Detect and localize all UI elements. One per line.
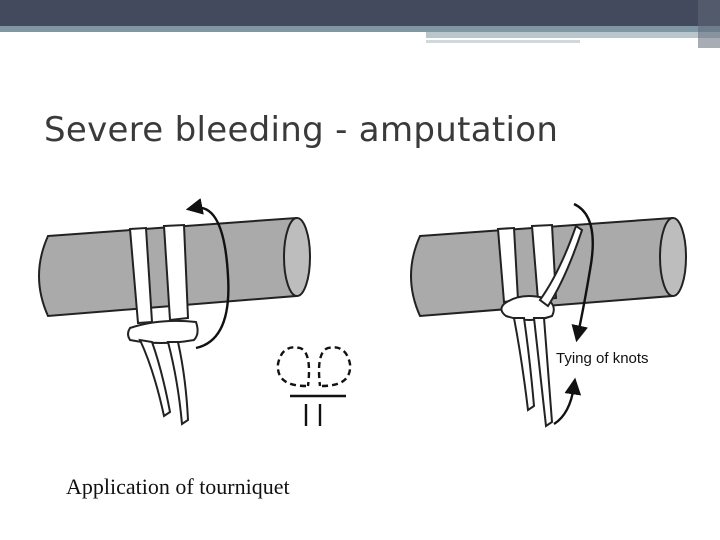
- knot-loop-left: [276, 346, 311, 388]
- slide-title: Severe bleeding - amputation: [44, 110, 559, 150]
- left-wrap-arrow: [185, 198, 230, 350]
- left-bandage-tail-2: [166, 341, 190, 426]
- left-limb-end: [283, 217, 311, 297]
- left-bandage-strap-2: [162, 223, 190, 322]
- left-limb-figure: [38, 198, 311, 426]
- header-bar: [0, 0, 720, 26]
- right-bandage-tail-2: [532, 317, 554, 428]
- left-bandage-loop: [127, 319, 199, 344]
- right-limb-end: [659, 217, 687, 297]
- right-pull-arrow-top: [571, 202, 594, 343]
- knot-schematic: [276, 346, 352, 426]
- knots-label: Tying of knots: [556, 350, 649, 367]
- left-bandage-tail-1: [138, 338, 172, 418]
- header-accent-stripe: [0, 26, 720, 32]
- right-pull-arrow-bottom: [553, 377, 582, 426]
- header-corner-block: [698, 0, 720, 48]
- right-limb-figure: [410, 202, 687, 428]
- right-bandage-tail-1: [512, 317, 536, 412]
- tourniquet-label: Application of tourniquet: [66, 474, 290, 499]
- header-accent-stripe-light: [426, 32, 720, 38]
- right-bandage-strap-2: [530, 223, 558, 302]
- knot-loop-right: [317, 346, 352, 388]
- header-accent-stripe-faint: [426, 40, 580, 43]
- right-knot-crossing: [538, 224, 584, 308]
- right-knot: [500, 295, 555, 321]
